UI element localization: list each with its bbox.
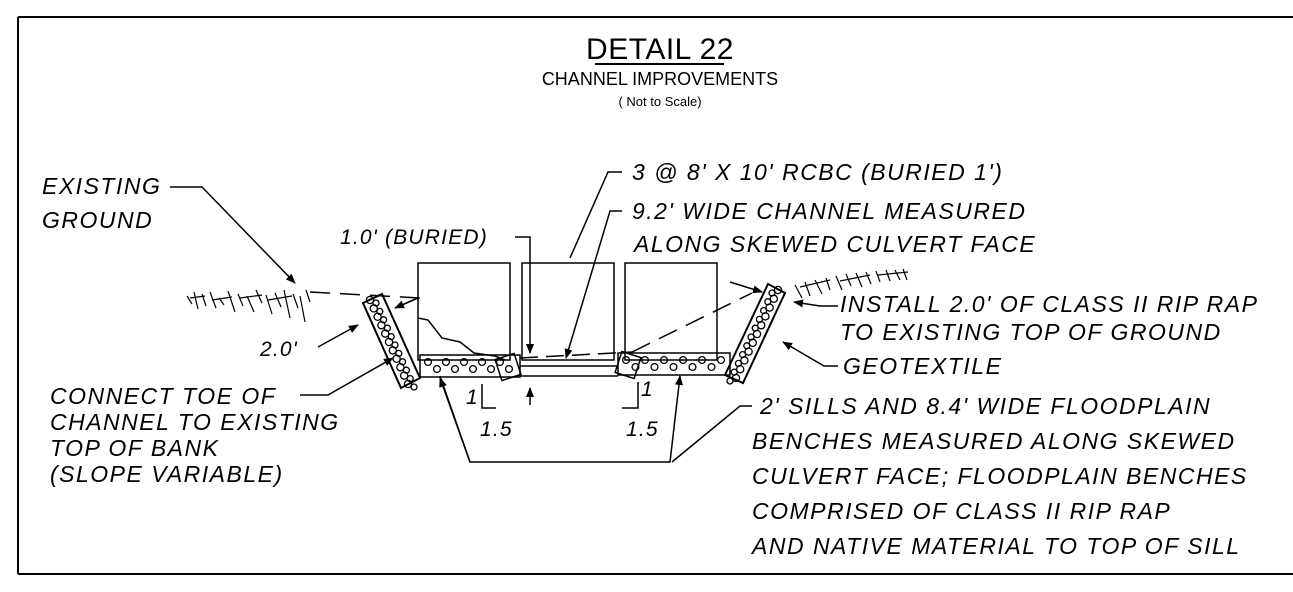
sheet-border	[17, 16, 1293, 575]
leader-lines	[170, 171, 838, 463]
label-slope-left-rise: 1	[466, 386, 479, 409]
existing-channel-profile	[417, 317, 506, 361]
label-buried-depth: 1.0' (BURIED)	[340, 226, 488, 249]
culvert-box-left	[417, 262, 511, 361]
label-slope-right-rise: 1	[641, 378, 654, 401]
culvert-box-right	[624, 262, 718, 361]
label-rcbc: 3 @ 8' X 10' RCBC (BURIED 1')	[632, 159, 1003, 185]
label-slope-left-run: 1.5	[480, 418, 513, 441]
label-channel-1: 9.2' WIDE CHANNEL MEASURED	[632, 198, 1026, 224]
label-toe-3: TOP OF BANK	[50, 435, 220, 461]
label-geotextile: GEOTEXTILE	[843, 353, 1002, 379]
label-riprap-1: INSTALL 2.0' OF CLASS II RIP RAP	[840, 291, 1258, 317]
existing-ground-line-left	[309, 291, 421, 299]
label-riprap-2: TO EXISTING TOP OF GROUND	[840, 319, 1222, 345]
existing-ground-line-right	[631, 292, 753, 353]
label-sills-2: BENCHES MEASURED ALONG SKEWED	[752, 428, 1236, 454]
label-sills-5: AND NATIVE MATERIAL TO TOP OF SILL	[750, 533, 1241, 559]
existing-ground-line-centre	[519, 351, 633, 359]
label-riprap-thickness: 2.0'	[259, 338, 298, 361]
label-slope-right-run: 1.5	[626, 418, 659, 441]
detail-subtitle: CHANNEL IMPROVEMENTS	[542, 69, 778, 89]
label-sills-3: CULVERT FACE; FLOODPLAIN BENCHES	[752, 463, 1248, 489]
label-toe-4: (SLOPE VARIABLE)	[50, 461, 284, 487]
scale-note: ( Not to Scale)	[618, 94, 701, 109]
sill-right	[614, 350, 642, 380]
riprap-slope-left	[361, 292, 422, 391]
label-toe-1: CONNECT TOE OF	[50, 383, 277, 409]
label-sills-1: 2' SILLS AND 8.4' WIDE FLOODPLAIN	[759, 393, 1211, 419]
existing-ground-hatch-left	[186, 289, 311, 323]
culvert-box-centre	[521, 262, 615, 361]
floodplain-bench-left	[419, 354, 521, 378]
label-existing-ground-1: EXISTING	[42, 173, 161, 199]
label-toe-2: CHANNEL TO EXISTING	[50, 409, 340, 435]
label-existing-ground-2: GROUND	[42, 207, 153, 233]
label-sills-4: COMPRISED OF CLASS II RIP RAP	[752, 498, 1171, 524]
detail-title: DETAIL 22	[586, 33, 734, 66]
riprap-slope-right	[723, 282, 787, 385]
sill-left	[494, 352, 522, 382]
label-channel-2: ALONG SKEWED CULVERT FACE	[632, 231, 1036, 257]
existing-ground-hatch-right	[794, 268, 909, 299]
